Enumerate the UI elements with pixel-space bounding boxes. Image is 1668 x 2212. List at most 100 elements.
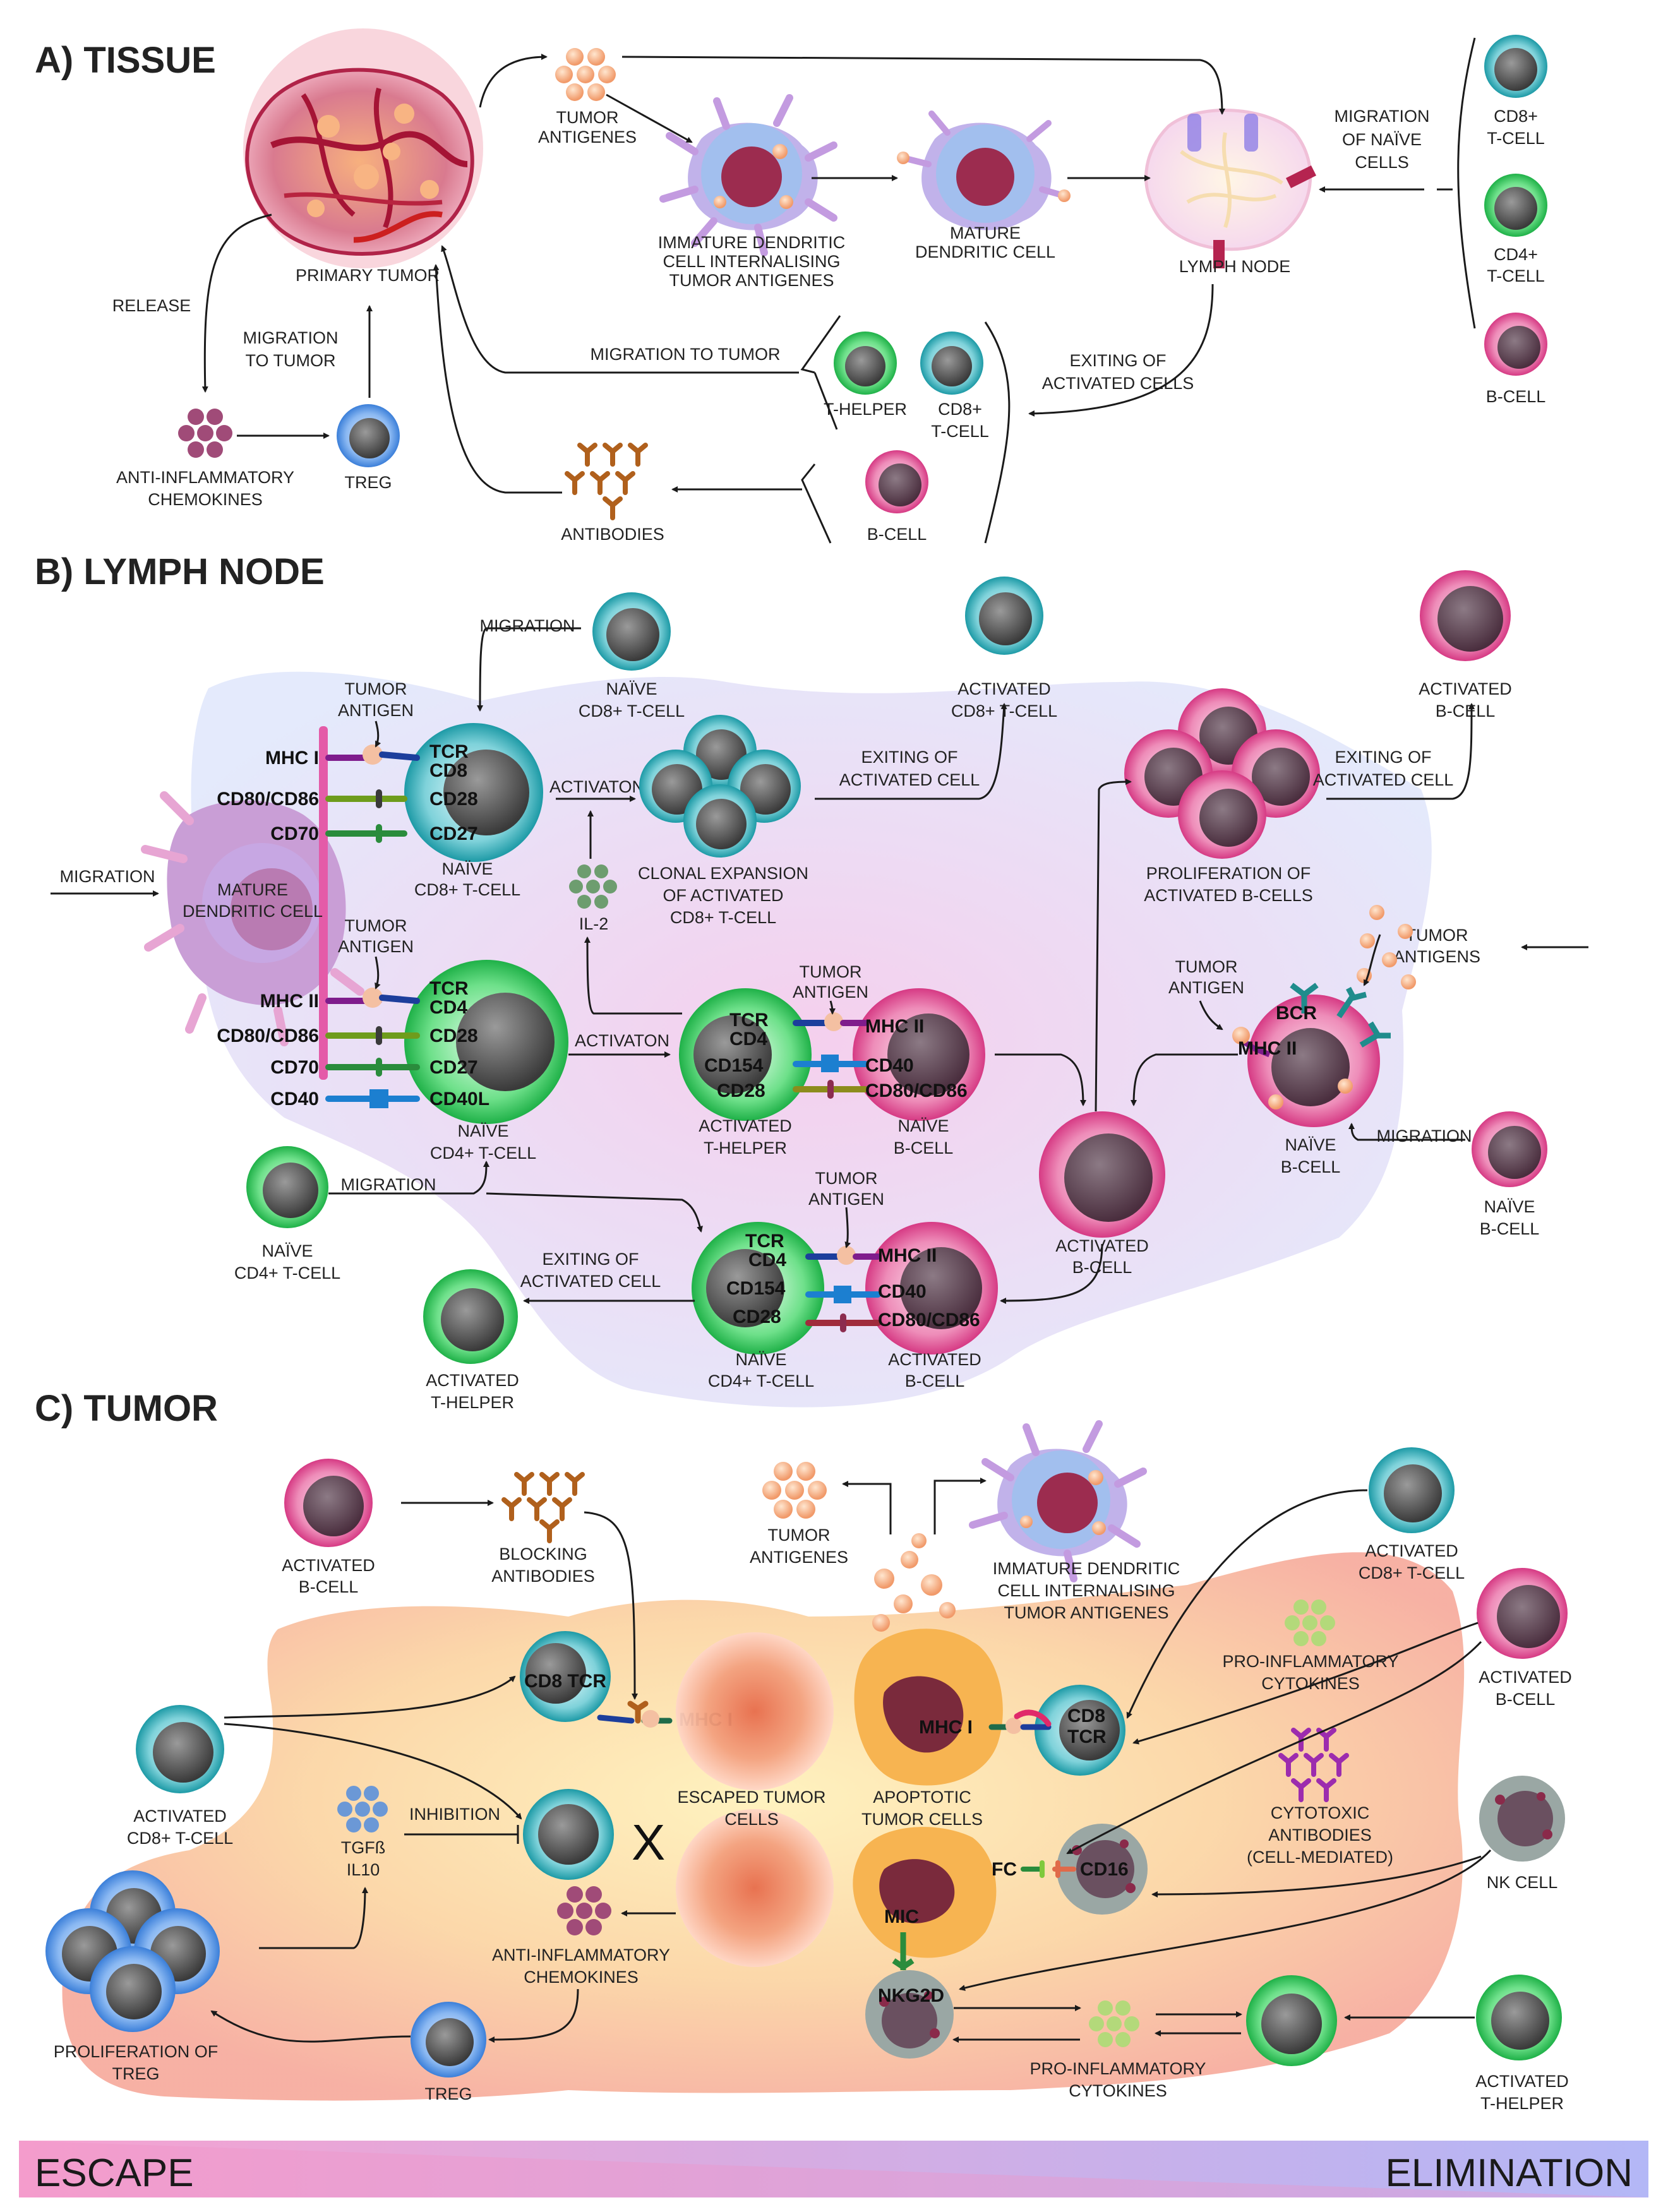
activated-thelper-label-1: ACTIVATED: [699, 1116, 792, 1135]
immature-dc-label-2: CELL INTERNALISING: [663, 252, 840, 271]
mature-dc-label-1: MATURE: [950, 224, 1021, 242]
mature-dc-lymph-label-1: MATURE: [217, 880, 288, 899]
immature-dc-c-label-1: IMMATURE DENDRITIC: [993, 1559, 1180, 1578]
mhc2-label-b4: MHC II: [878, 1245, 937, 1266]
proliferation-b-label-2: ACTIVATED B-CELLS: [1144, 886, 1313, 905]
naive-cells-bracket: [1437, 37, 1476, 329]
cd8-blocked: [520, 1631, 611, 1722]
naive-bcell-bcr: [1232, 983, 1391, 1127]
lymph-node-label: LYMPH NODE: [1179, 257, 1291, 276]
tumor-antigen-mid-label-1: TUMOR: [345, 916, 407, 935]
activated-cells-bracket: [800, 315, 841, 544]
activated-thelper-synapse: [679, 988, 812, 1121]
cd8-killing: [1035, 1685, 1125, 1776]
tumor-antigen-bottom-label-2: ANTIGEN: [808, 1190, 884, 1209]
naive-cd8-synapse: [404, 723, 543, 862]
activated-bcell-c-right-label-1: ACTIVATED: [1479, 1668, 1572, 1687]
escaped-label-2: CELLS: [724, 1810, 779, 1829]
escape-elimination-bar: [19, 2141, 1648, 2197]
activated-b-top-label-1: ACTIVATED: [1419, 679, 1512, 698]
chemokines-label-1: ANTI-INFLAMMATORY: [116, 468, 294, 487]
chemokines-c-label-2: CHEMOKINES: [524, 1968, 639, 1987]
activated-thelper-c-right: [1476, 1975, 1562, 2060]
activated-cd8-c-right-label-1: ACTIVATED: [1365, 1541, 1458, 1560]
clonal-label-2: OF ACTIVATED: [663, 886, 783, 905]
naive-bcell-far-right: [1472, 1111, 1547, 1187]
mhc1-receptors-top: [325, 744, 420, 843]
naive-cd8-label-2: CD8+ T-CELL: [414, 880, 520, 899]
cd8-tcr-label: CD8 TCR: [524, 1671, 606, 1692]
section-title-tissue: A) TISSUE: [35, 40, 216, 81]
treg-cell-a: [337, 404, 400, 467]
cd4-tcell-label-2: T-CELL: [1487, 266, 1545, 285]
chemokines-label-2: CHEMOKINES: [148, 490, 263, 509]
activated-b-top-label-2: B-CELL: [1436, 702, 1496, 720]
cd8-small-label-1: CD8+: [938, 400, 982, 419]
activated-cd8-top: [965, 577, 1043, 655]
naive-bcell-label-1: NAÏVE: [897, 1116, 949, 1135]
tumor-arrows: [210, 1478, 1492, 2043]
naive-cd4-bottom-synapse: [692, 1222, 824, 1354]
naive-cd8-top-label-1: NAÏVE: [606, 679, 657, 698]
migration-naive-label-2: OF NAÏVE: [1342, 130, 1422, 149]
cytotoxic-label-3: (CELL-MEDIATED): [1247, 1848, 1393, 1867]
mature-dc-label-2: DENDRITIC CELL: [915, 242, 1055, 261]
il2-label: IL-2: [579, 914, 609, 933]
apoptotic-tumor-cells: [853, 1533, 1003, 1958]
bcell-small-label: B-CELL: [867, 525, 927, 544]
naive-cd4-bottom: [246, 1146, 328, 1228]
il2-cluster: [569, 864, 617, 909]
primary-tumor: [243, 28, 483, 268]
activated-b-synapse-label-2: B-CELL: [905, 1372, 965, 1390]
cd8-small-label-2: T-CELL: [931, 422, 989, 441]
cd4-label-b2: CD4: [729, 1029, 767, 1049]
blocking-label-2: ANTIBODIES: [491, 1567, 595, 1586]
proliferation-b-label-1: PROLIFERATION OF: [1146, 864, 1311, 883]
tumor-antigen-bottom-label-1: TUMOR: [815, 1169, 878, 1188]
tumor-antigen-top-label-2: ANTIGEN: [338, 701, 414, 720]
mhc2-receptors: [325, 988, 420, 1108]
activated-thelper-c-label-2: T-HELPER: [1480, 2094, 1564, 2113]
pro-inflammatory-cytokines-bottom: [1089, 2000, 1139, 2047]
tcr-label-b2: TCR: [429, 978, 469, 999]
clonal-expansion-cd8: [639, 715, 801, 858]
cytotoxic-label-2: ANTIBODIES: [1268, 1826, 1372, 1844]
tumor-antigenes-c-label-2: ANTIGENES: [750, 1548, 848, 1567]
naive-bcell-far-label-1: NAÏVE: [1484, 1197, 1535, 1216]
tumor-antigen-right-label-2: ANTIGEN: [1168, 978, 1244, 997]
mhc1-label-b: MHC I: [265, 748, 319, 768]
tumor-antigens-right-label-1: TUMOR: [1406, 926, 1468, 945]
mhc2-label-b3: MHC II: [1238, 1038, 1297, 1059]
tumor-antigens-floating: [1357, 905, 1416, 989]
bcr-label: BCR: [1276, 1003, 1317, 1024]
migration-cd4-label: MIGRATION: [341, 1175, 436, 1194]
tumor-antigen-mid-label-2: ANTIGEN: [338, 937, 414, 956]
proliferation-treg: [45, 1870, 220, 2032]
tumor-antigen-center-label-1: TUMOR: [800, 962, 862, 981]
tumor-antigenes-label-2: ANTIGENES: [538, 128, 637, 146]
pro-cytokines-top-label-1: PRO-INFLAMMATORY: [1222, 1652, 1398, 1671]
naive-cd4-bottom-label-1: NAÏVE: [261, 1241, 313, 1260]
cd28-label-b2: CD28: [429, 1025, 478, 1046]
pro-inflammatory-cytokines-top: [1285, 1599, 1335, 1646]
mic-nkg2d-receptor: [892, 1932, 915, 1971]
cd8-label-b1: CD8: [429, 760, 467, 781]
activated-thelper-exit: [423, 1269, 518, 1364]
tumor-antigens-right-label-2: ANTIGENS: [1393, 947, 1480, 966]
proliferation-treg-label-2: TREG: [112, 2064, 159, 2083]
cd80-86-label-b1: CD80/CD86: [217, 789, 319, 810]
cd70-label-b2: CD70: [270, 1057, 319, 1078]
escaped-label-1: ESCAPED TUMOR: [677, 1788, 825, 1807]
migration-to-tumor-label-1: MIGRATION: [243, 328, 339, 347]
cd16-label: CD16: [1080, 1859, 1129, 1880]
naive-bcell-right-label-2: B-CELL: [1281, 1157, 1341, 1176]
inhibition-label: INHIBITION: [409, 1805, 500, 1824]
migration-to-tumor-label-2: TO TUMOR: [245, 351, 335, 370]
fc-label: FC: [992, 1859, 1017, 1880]
cd8-tcell-naive-a: [1484, 35, 1547, 98]
migration-naive-label-3: CELLS: [1355, 153, 1409, 172]
migration-left-label: MIGRATION: [60, 867, 155, 886]
tgfb-il10-cluster: [337, 1786, 388, 1832]
immature-dc-c-label-2: CELL INTERNALISING: [997, 1581, 1175, 1600]
thelper-in-tumor: [1246, 1975, 1337, 2066]
